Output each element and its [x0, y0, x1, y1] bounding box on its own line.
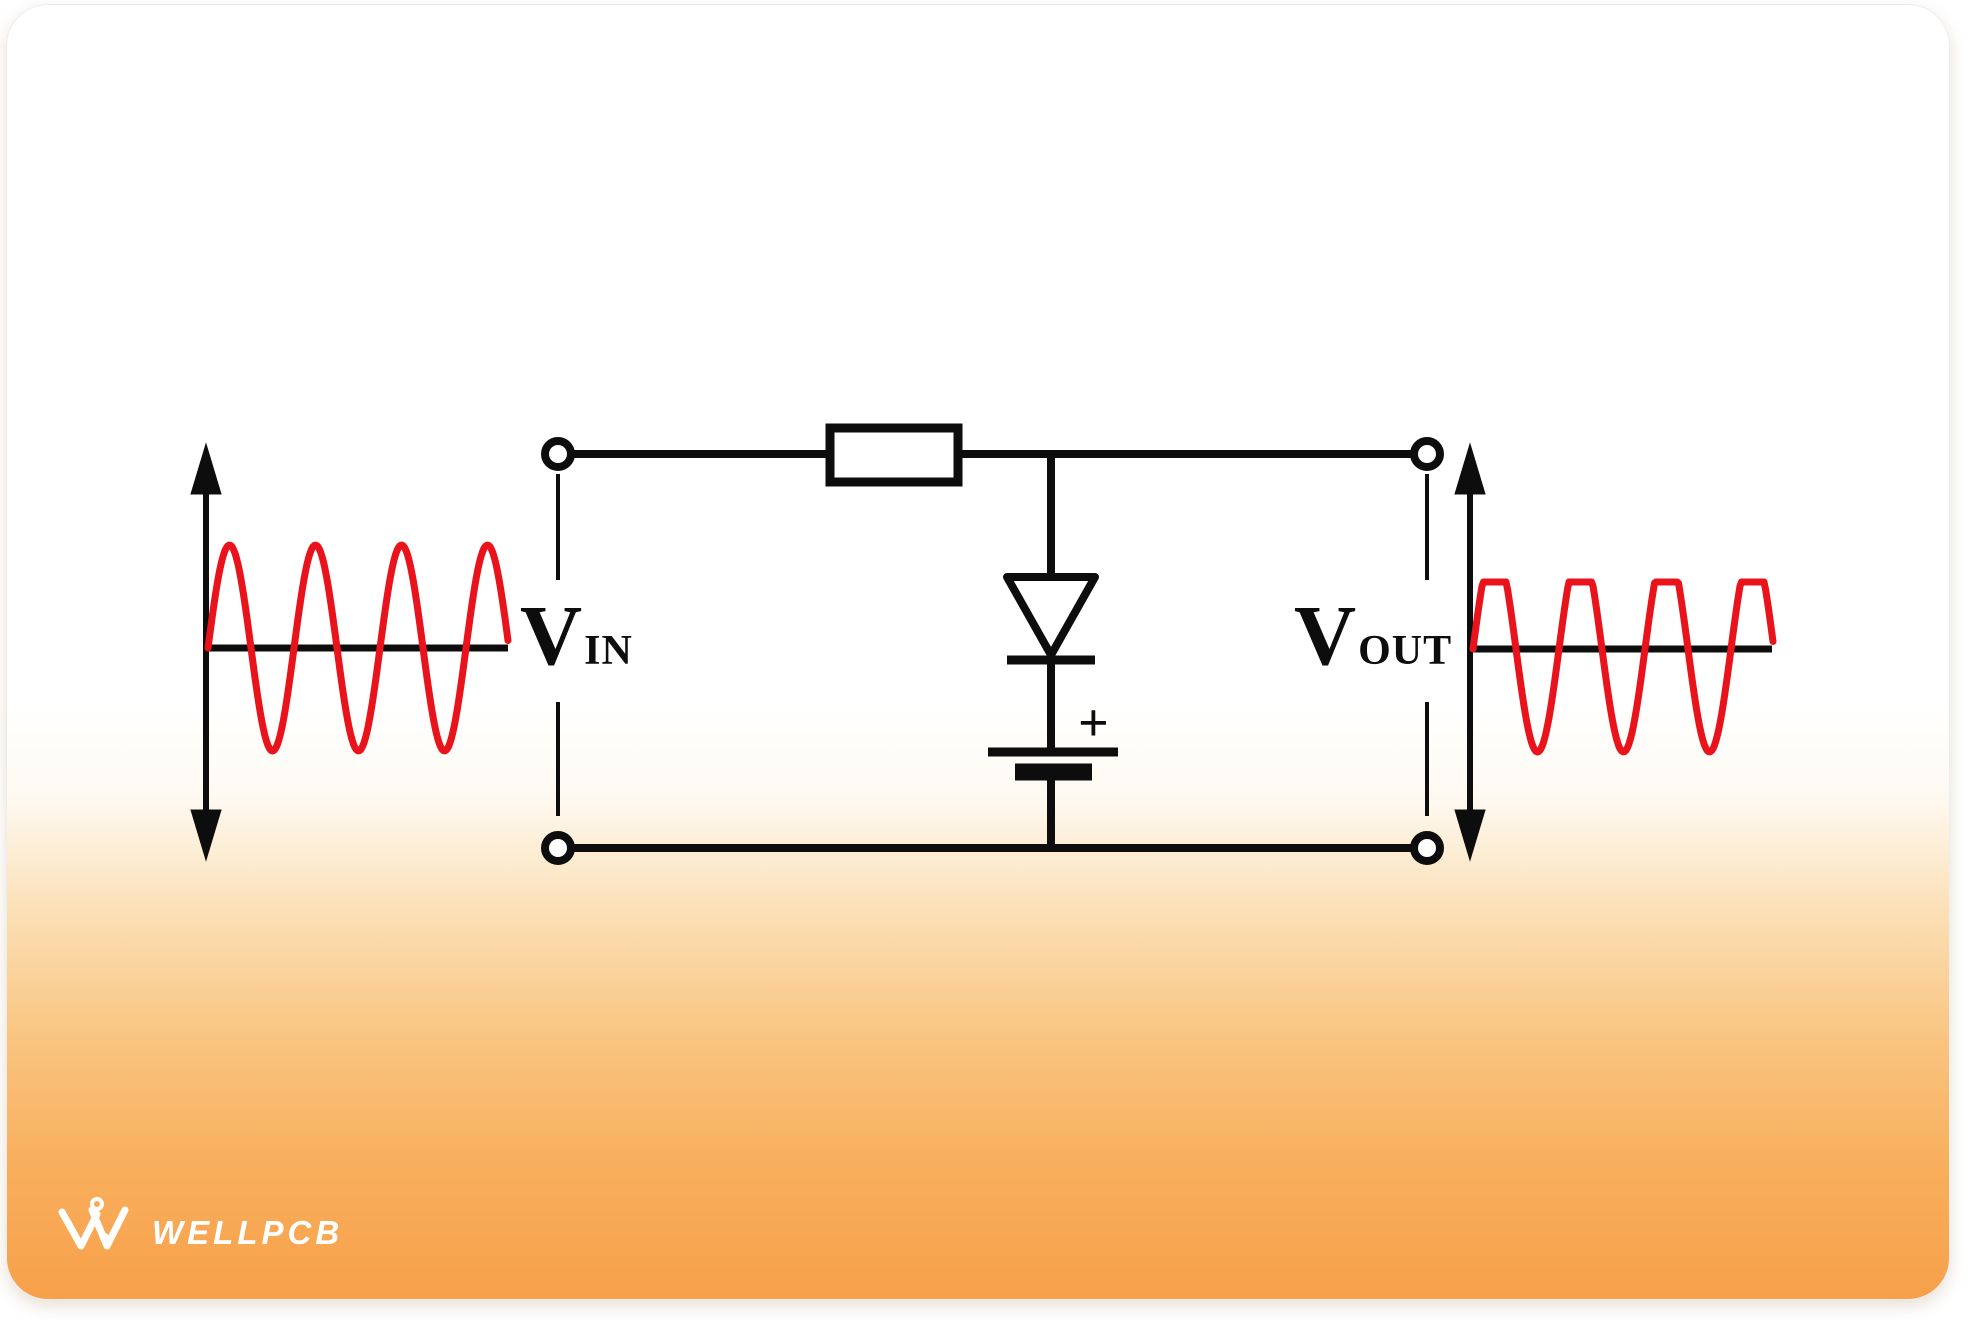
diode-symbol [1003, 573, 1099, 659]
input-waveform-axis [190, 442, 508, 862]
output-axis-arrow-up-icon [1454, 442, 1486, 495]
wellpcb-logo-icon [58, 1197, 129, 1250]
resistor-symbol [825, 423, 963, 487]
output-terminal-top [1410, 437, 1444, 471]
output-terminal-bottom [1410, 831, 1444, 865]
battery-plus-label: + [1078, 693, 1109, 753]
input-sine-wave [204, 541, 512, 755]
output-waveform-axis [1454, 442, 1772, 862]
clipper-circuit-schematic [541, 423, 1444, 865]
input-terminal-bottom [541, 831, 575, 865]
vin-label-sub: IN [584, 628, 633, 674]
output-axis-arrow-down-icon [1454, 809, 1486, 862]
vout-label: V OUT [1294, 592, 1452, 678]
wellpcb-logo: WELLPCB [54, 1196, 343, 1256]
input-axis-arrow-up-icon [190, 442, 222, 495]
vout-label-main: V [1294, 587, 1357, 683]
output-clipped-wave [1469, 578, 1777, 756]
wellpcb-logo-text: WELLPCB [152, 1214, 344, 1251]
vin-label: V IN [520, 592, 633, 678]
input-terminal-top [541, 437, 575, 471]
input-axis-arrow-down-icon [190, 809, 222, 862]
vout-label-sub: OUT [1358, 628, 1453, 674]
vin-label-main: V [520, 587, 583, 683]
